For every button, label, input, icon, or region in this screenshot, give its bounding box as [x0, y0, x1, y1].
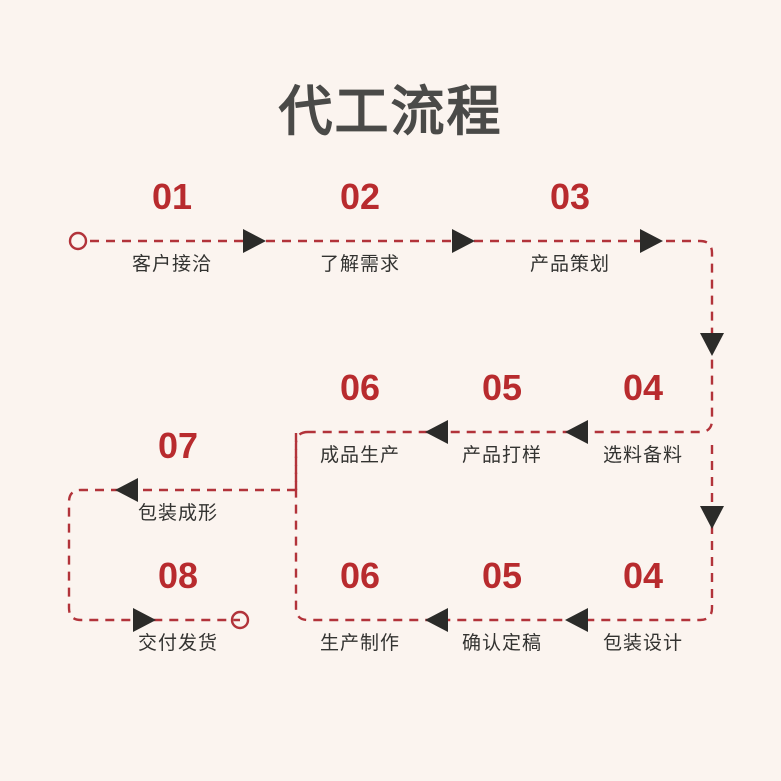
- row2-to-row3-path: [294, 430, 714, 622]
- page-title: 代工流程: [278, 82, 503, 142]
- step-number: 05: [481, 367, 523, 408]
- step-number: 07: [157, 425, 199, 466]
- step-number: 06: [339, 555, 381, 596]
- step-label: 生产制作: [319, 633, 400, 654]
- step-label: 包装成形: [137, 503, 218, 524]
- step-label: 产品打样: [461, 445, 542, 466]
- end-marker-circle: [230, 610, 250, 630]
- start-marker-circle: [68, 231, 88, 251]
- arrow-down-2-icon: [700, 506, 724, 529]
- step-label: 了解需求: [319, 254, 400, 275]
- arrow-right-1-icon: [243, 229, 266, 253]
- step-number: 08: [157, 555, 199, 596]
- step-label: 交付发货: [137, 633, 218, 654]
- arrow-left-5-icon: [425, 608, 448, 632]
- step-label: 客户接洽: [131, 254, 212, 275]
- step-label: 包装设计: [602, 633, 683, 654]
- arrow-left-2-icon: [425, 420, 448, 444]
- arrow-right-2-icon: [452, 229, 475, 253]
- step-number: 05: [481, 555, 523, 596]
- arrow-left-1-icon: [565, 420, 588, 444]
- arrow-left-4-icon: [565, 608, 588, 632]
- step-label: 确认定稿: [461, 633, 542, 654]
- step-label: 成品生产: [319, 445, 400, 466]
- row2-left-to-row3-left-path: [67, 488, 296, 622]
- step-number: 06: [339, 367, 381, 408]
- step-number: 01: [151, 176, 193, 217]
- arrow-left-3-icon: [115, 478, 138, 502]
- arrow-down-1-icon: [700, 333, 724, 356]
- step-label: 选料备料: [602, 445, 683, 466]
- arrow-right-4-icon: [133, 608, 156, 632]
- step-number: 04: [622, 367, 664, 408]
- step-number: 02: [339, 176, 381, 217]
- arrow-right-3-icon: [640, 229, 663, 253]
- step-number: 04: [622, 555, 664, 596]
- step-label: 产品策划: [529, 254, 610, 275]
- step-number: 03: [549, 176, 591, 217]
